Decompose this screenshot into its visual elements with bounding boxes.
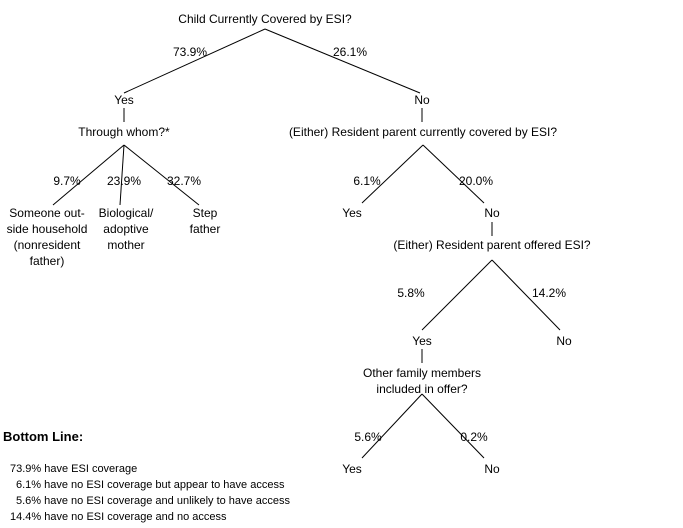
whom-percent-mother: 23.9% [106, 174, 142, 188]
child-covered-yes-label: Yes [114, 93, 134, 107]
parent-covered-no-percent: 20.0% [458, 174, 494, 188]
parent-covered-yes-percent: 6.1% [353, 174, 381, 188]
connector-whom-right [123, 144, 200, 206]
whom-percent-outside: 9.7% [53, 174, 81, 188]
whom-label-outside: Someone out- side household (nonresident… [6, 206, 88, 268]
family-no-label: No [484, 462, 500, 476]
connector-parent-yes [361, 144, 424, 204]
family-yes-percent: 5.6% [354, 430, 382, 444]
connector-whom-mid [119, 144, 125, 206]
parent-offered-question: (Either) Resident parent offered ESI? [393, 238, 591, 252]
root-question: Child Currently Covered by ESI? [178, 12, 352, 26]
whom-label-stepfather: Step father [189, 206, 221, 236]
connector-offered-yes [421, 259, 493, 331]
bottom-line-item: 14.4% have no ESI coverage and no access [10, 511, 227, 523]
family-no-percent: 0.2% [460, 430, 488, 444]
parent-covered-question: (Either) Resident parent currently cover… [288, 125, 558, 139]
connector-family-yes [361, 393, 423, 459]
parent-covered-yes-label: Yes [342, 206, 362, 220]
connector-offered-no [491, 259, 561, 331]
connector-whom-left [52, 144, 125, 206]
bottom-line-item: 5.6% have no ESI coverage and unlikely t… [16, 495, 290, 507]
connector-family-no [421, 393, 485, 459]
offered-yes-label: Yes [412, 334, 432, 348]
whom-label-mother: Biological/ adoptive mother [98, 206, 154, 252]
root-yes-percent: 73.9% [172, 45, 208, 59]
bottom-line-heading: Bottom Line: [3, 429, 84, 444]
family-yes-label: Yes [342, 462, 362, 476]
family-included-question: Other family members included in offer? [362, 366, 482, 396]
connector-parent-no [422, 144, 485, 204]
whom-percent-stepfather: 32.7% [166, 174, 202, 188]
offered-no-percent: 14.2% [531, 286, 567, 300]
parent-covered-no-label: No [484, 206, 500, 220]
connector-root-yes [123, 28, 266, 94]
bottom-line-item: 6.1% have no ESI coverage but appear to … [16, 479, 285, 491]
bottom-line-item: 73.9% have ESI coverage [10, 463, 138, 475]
through-whom-question: Through whom?* [78, 125, 170, 139]
connector-root-no [264, 28, 421, 94]
offered-yes-percent: 5.8% [397, 286, 425, 300]
child-covered-no-label: No [414, 93, 430, 107]
offered-no-label: No [556, 334, 572, 348]
root-no-percent: 26.1% [332, 45, 368, 59]
